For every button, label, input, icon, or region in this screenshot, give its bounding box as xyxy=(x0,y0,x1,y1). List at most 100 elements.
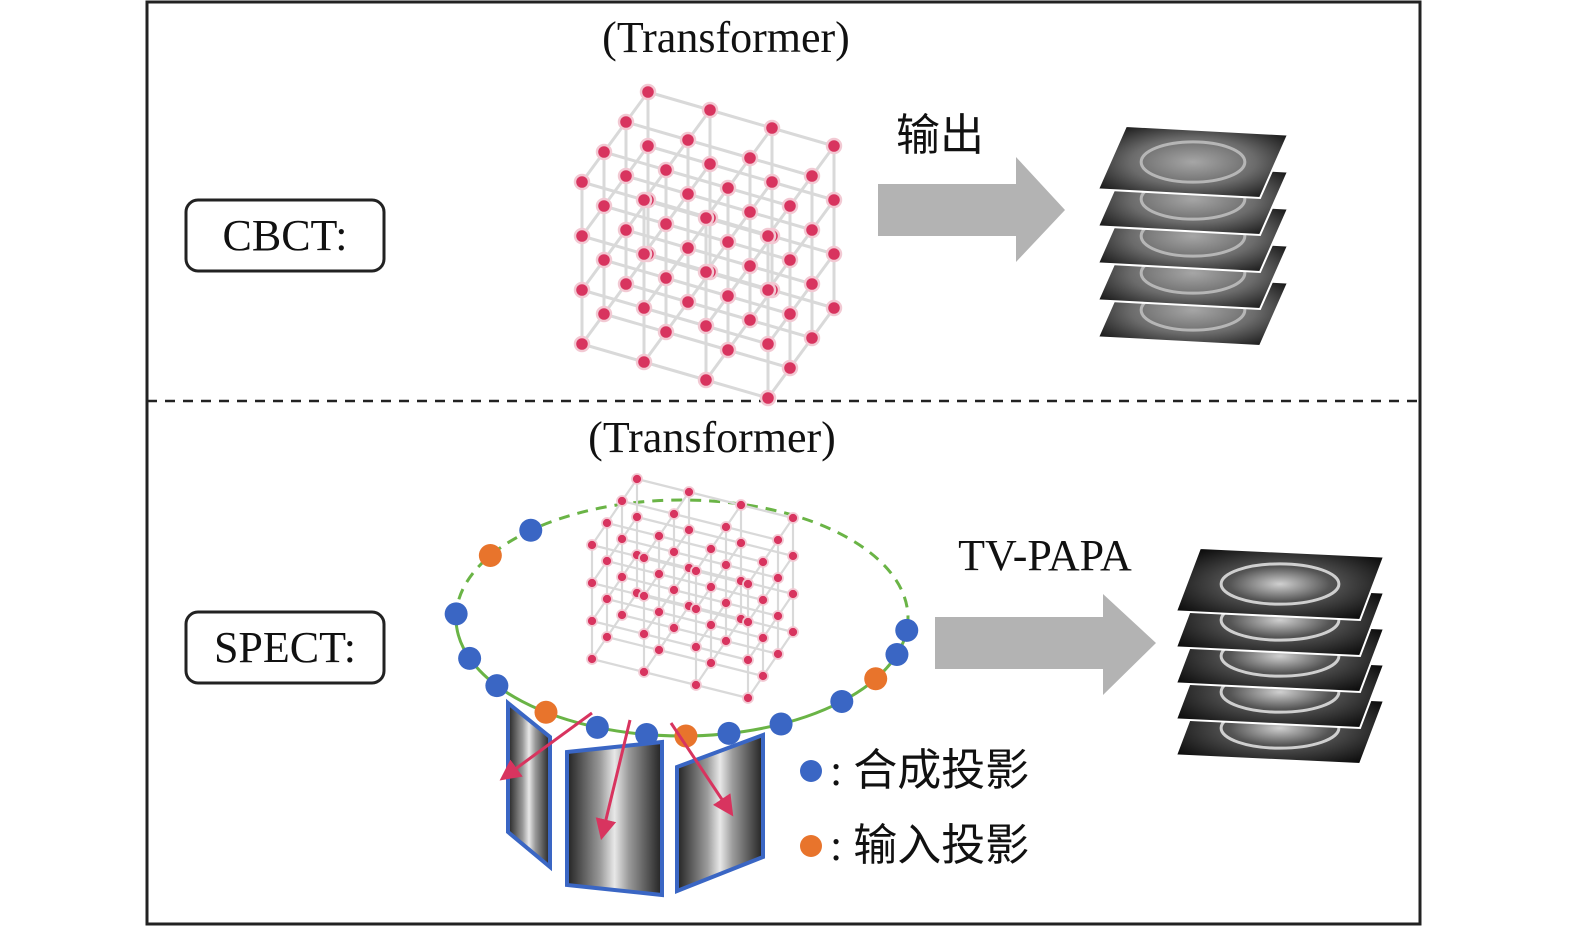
lattice-edge xyxy=(647,90,711,112)
lattice-edge xyxy=(636,477,690,494)
lattice-node xyxy=(825,299,843,317)
lattice-edge xyxy=(705,378,769,400)
lattice-node xyxy=(705,657,717,669)
projection-ray-right xyxy=(669,722,734,817)
synthetic-projection-dot xyxy=(885,642,909,666)
transformer-cube-top xyxy=(573,83,843,407)
synthetic-projection-dot xyxy=(519,518,543,542)
lattice-edge xyxy=(606,559,660,576)
lattice-node xyxy=(720,559,732,571)
lattice-node xyxy=(573,335,591,353)
output-arrow-top xyxy=(878,157,1065,262)
lattice-node xyxy=(601,555,613,567)
spect-slice xyxy=(1174,546,1386,622)
lattice-node xyxy=(719,341,737,359)
lattice-edge xyxy=(581,342,645,364)
lattice-edge xyxy=(643,360,707,382)
lattice-node xyxy=(697,317,715,335)
lattice-node xyxy=(586,653,598,665)
lattice-edge xyxy=(658,534,712,551)
lattice-node xyxy=(763,173,781,191)
lattice-edge xyxy=(725,601,779,618)
lattice-node xyxy=(679,131,697,149)
lattice-edge xyxy=(673,512,727,529)
lattice-edge xyxy=(727,240,791,262)
lattice-node xyxy=(735,499,747,511)
cbct-slice-stack xyxy=(1096,124,1290,348)
lattice-edge xyxy=(591,657,645,674)
projection-ring-back xyxy=(454,498,910,619)
lattice-edge xyxy=(658,610,712,627)
lattice-node xyxy=(742,578,754,590)
lattice-node xyxy=(825,191,843,209)
lattice-edge xyxy=(673,626,727,643)
lattice-node xyxy=(617,113,635,131)
lattice-node xyxy=(719,179,737,197)
bottom-model-label: (Transformer) xyxy=(588,413,836,462)
lattice-node xyxy=(573,281,591,299)
tv-papa-label: TV-PAPA xyxy=(958,531,1132,580)
transformer-cube-bottom xyxy=(586,473,799,704)
lattice-edge xyxy=(749,264,813,286)
lattice-node xyxy=(759,389,777,407)
legend-synthetic-label: : 合成投影 xyxy=(830,746,1029,795)
lattice-edge xyxy=(621,499,675,516)
lattice-node xyxy=(653,530,665,542)
lattice-node xyxy=(690,679,702,691)
lattice-node xyxy=(742,616,754,628)
input-projection-dot xyxy=(534,700,558,724)
lattice-node xyxy=(653,644,665,656)
lattice-node xyxy=(635,191,653,209)
lattice-edge xyxy=(709,108,773,130)
lattice-node xyxy=(803,275,821,293)
projection-ring-dots xyxy=(444,518,919,748)
synthetic-projection-dot xyxy=(585,715,609,739)
lattice-node xyxy=(617,275,635,293)
lattice-edge xyxy=(625,228,689,250)
lattice-edge xyxy=(740,541,794,558)
lattice-node xyxy=(741,149,759,167)
synthetic-projection-dot xyxy=(485,674,509,698)
input-projection-dot xyxy=(674,724,698,748)
lattice-node xyxy=(701,155,719,173)
lattice-edge xyxy=(636,515,690,532)
lattice-edge xyxy=(606,635,660,652)
lattice-edge xyxy=(625,282,689,304)
lattice-edge xyxy=(771,288,835,310)
lattice-node xyxy=(690,641,702,653)
lattice-node xyxy=(668,546,680,558)
ct-slice xyxy=(1096,124,1290,200)
lattice-edge xyxy=(771,180,835,202)
projection-ray-center xyxy=(595,719,632,841)
lattice-node xyxy=(668,584,680,596)
cbct-label-box xyxy=(184,198,386,273)
synthetic-projection-dot xyxy=(895,618,919,642)
lattice-node xyxy=(617,221,635,239)
lattice-node xyxy=(601,517,613,529)
synthetic-projection-dot xyxy=(769,712,793,736)
lattice-node xyxy=(787,550,799,562)
lattice-node xyxy=(787,626,799,638)
lattice-node xyxy=(690,565,702,577)
lattice-edge xyxy=(643,306,707,328)
lattice-node xyxy=(595,197,613,215)
lattice-node xyxy=(616,571,628,583)
legend-synthetic-swatch xyxy=(800,760,822,782)
lattice-node xyxy=(657,323,675,341)
legend: : 合成投影 : 输入投影 xyxy=(800,746,1029,870)
lattice-edge xyxy=(581,180,645,202)
lattice-node xyxy=(631,473,643,485)
lattice-node xyxy=(781,251,799,269)
lattice-edge xyxy=(727,294,791,316)
input-projection-dot xyxy=(864,667,888,691)
lattice-node xyxy=(657,161,675,179)
lattice-edge xyxy=(658,648,712,665)
lattice-node xyxy=(595,305,613,323)
lattice-edge xyxy=(687,300,751,322)
lattice-edge xyxy=(695,683,749,700)
lattice-node xyxy=(638,552,650,564)
lattice-edge xyxy=(665,222,729,244)
lattice-edge xyxy=(621,537,675,554)
lattice-node xyxy=(759,335,777,353)
lattice-edge xyxy=(725,563,779,580)
